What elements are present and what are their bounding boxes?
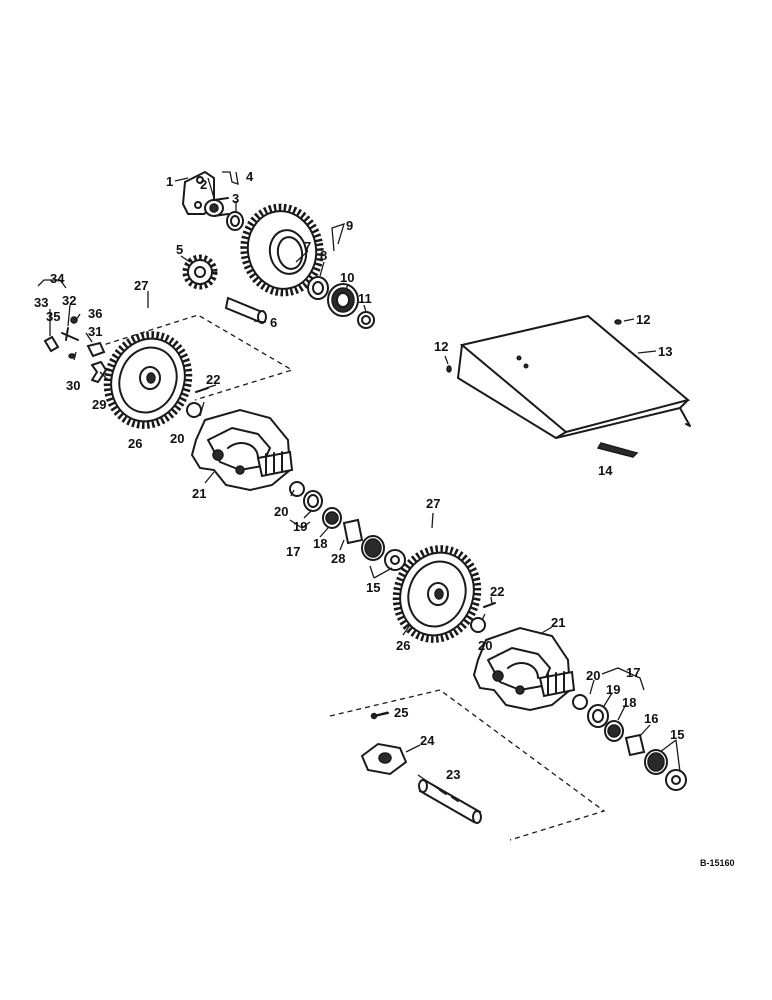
callout-15-right: 15	[670, 727, 684, 742]
callout-11: 11	[358, 291, 372, 306]
bottom-shaft	[418, 779, 482, 824]
callout-13: 13	[658, 344, 672, 359]
callout-14: 14	[598, 463, 613, 478]
differential-housing-lower	[472, 626, 576, 712]
large-spur-gear	[240, 203, 324, 297]
callout-17-right: 17	[626, 665, 640, 680]
top-shaft	[224, 296, 267, 324]
callout-25: 25	[394, 705, 408, 720]
callout-27-upper: 27	[134, 278, 148, 293]
callout-19-right: 19	[606, 682, 620, 697]
callout-17-middle: 17	[286, 544, 300, 559]
callout-36: 36	[88, 306, 102, 321]
callout-21-upper: 21	[192, 486, 206, 501]
bevel-gear-upper	[103, 331, 193, 429]
callout-10: 10	[340, 270, 354, 285]
pin-22-lower	[483, 602, 496, 608]
callout-26-lower: 26	[396, 638, 410, 653]
callout-12-right: 12	[636, 312, 650, 327]
bearing-set-middle	[289, 481, 406, 571]
callout-29: 29	[92, 397, 106, 412]
callout-3: 3	[232, 191, 239, 206]
bracket-assembly	[181, 170, 244, 231]
bearing-set-lower	[572, 694, 687, 791]
cover-screw	[446, 319, 622, 373]
cover-panel	[457, 314, 691, 439]
differential-housing-upper	[190, 408, 294, 492]
callout-22-lower: 22	[490, 584, 504, 599]
leader-lines	[37, 171, 681, 791]
callout-16: 16	[644, 711, 658, 726]
washer-20-lower	[470, 617, 486, 633]
callout-15-middle: 15	[366, 580, 380, 595]
callout-2: 2	[200, 177, 207, 192]
callout-7: 7	[304, 239, 311, 254]
callout-18-middle: 18	[313, 536, 327, 551]
alignment-guide-bottom	[329, 689, 606, 841]
callout-28: 28	[331, 551, 345, 566]
figure-reference: B-15160	[700, 858, 735, 868]
callout-5: 5	[176, 242, 183, 257]
callout-26-upper: 26	[128, 436, 142, 451]
callout-30: 30	[66, 378, 80, 393]
callout-1: 1	[166, 174, 173, 189]
callout-labels: 1 2 3 4 5 6 7 8 9 10 11 12 12 13 14 27 3…	[34, 169, 735, 868]
callout-19-middle: 19	[293, 519, 307, 534]
top-bearing-set	[307, 276, 375, 329]
callout-20-right: 20	[586, 668, 600, 683]
callout-23: 23	[446, 767, 460, 782]
callout-32: 32	[62, 293, 76, 308]
retainer-clip	[596, 442, 639, 458]
callout-21-lower: 21	[551, 615, 565, 630]
callout-35: 35	[46, 309, 60, 324]
pin-22-upper	[195, 387, 209, 393]
callout-27-lower: 27	[426, 496, 440, 511]
callout-33: 33	[34, 295, 48, 310]
callout-20-upper: 20	[170, 431, 184, 446]
callout-8: 8	[320, 248, 327, 263]
washer-20-upper	[186, 402, 202, 418]
callout-6: 6	[270, 315, 277, 330]
bottom-bracket	[360, 742, 408, 776]
linkage-parts	[43, 316, 107, 383]
callout-9: 9	[346, 218, 353, 233]
callout-34: 34	[50, 271, 65, 286]
callout-24: 24	[420, 733, 435, 748]
callout-12-left: 12	[434, 339, 448, 354]
small-pinion-gear	[182, 254, 218, 290]
callout-18-right: 18	[622, 695, 636, 710]
bevel-gear-lower	[392, 545, 482, 643]
alignment-guide-top	[96, 314, 294, 401]
callout-20-middle: 20	[274, 504, 288, 519]
callout-22-upper: 22	[206, 372, 220, 387]
callout-20-lower: 20	[478, 638, 492, 653]
callout-31: 31	[88, 324, 102, 339]
callout-4: 4	[246, 169, 254, 184]
